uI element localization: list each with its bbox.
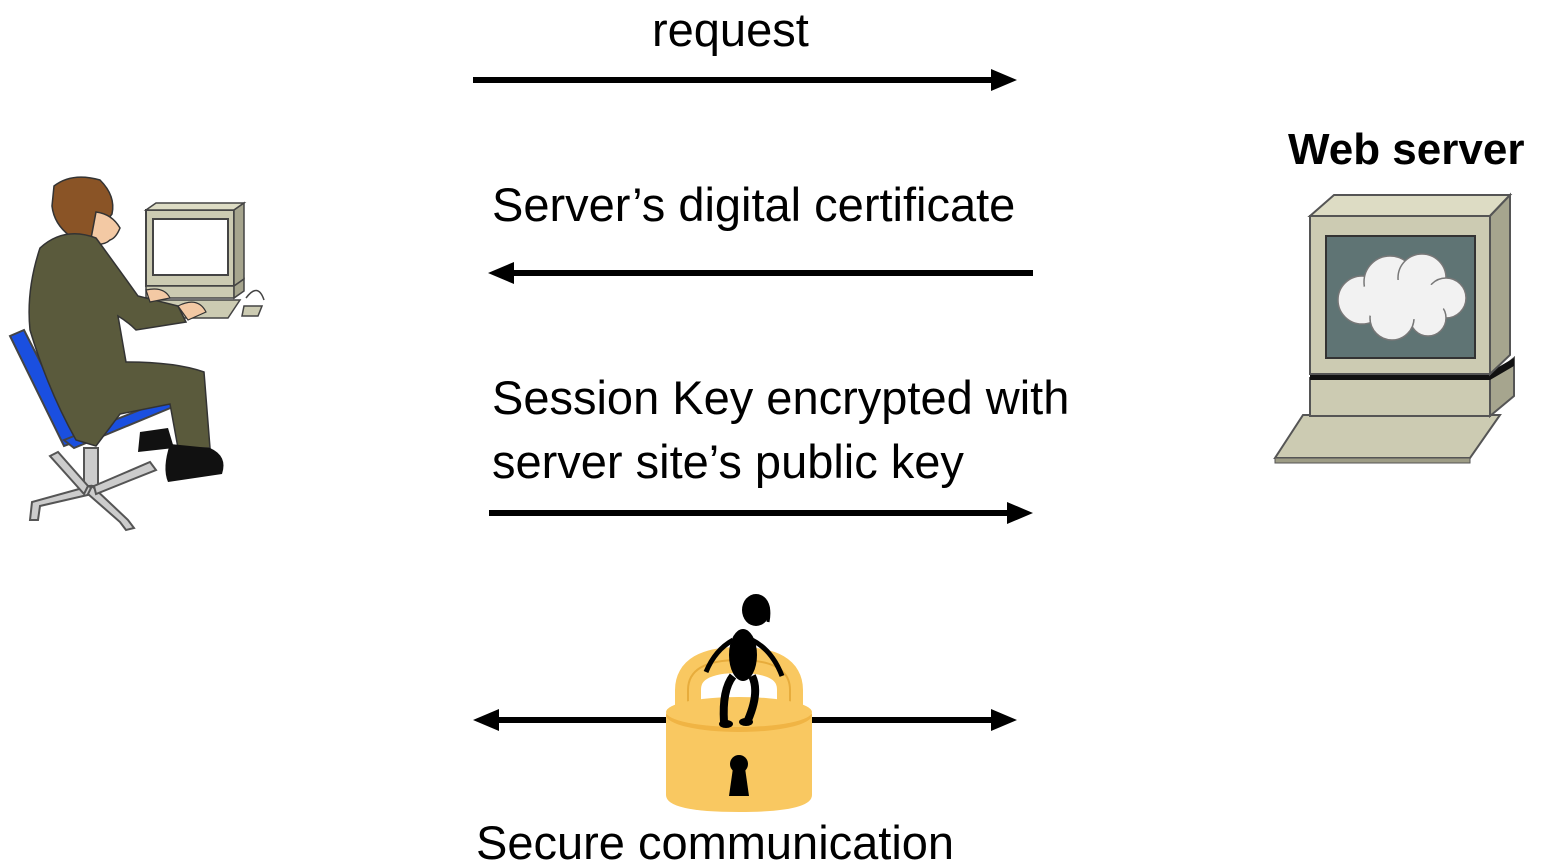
session-key-label-line2: server site’s public key <box>492 435 964 488</box>
user-at-computer-icon <box>8 176 265 532</box>
padlock-with-eavesdropper-icon <box>666 594 812 812</box>
web-server-icon <box>1273 192 1515 464</box>
secure-communication-label: Secure communication <box>476 816 955 866</box>
certificate-label: Server’s digital certificate <box>492 178 1016 231</box>
request-label: request <box>652 3 809 56</box>
session-key-label-line1: Session Key encrypted with <box>492 371 1070 424</box>
session-key-arrow <box>489 502 1033 524</box>
request-arrow <box>473 69 1017 91</box>
web-server-title: Web server <box>1288 125 1525 174</box>
certificate-arrow <box>488 262 1033 284</box>
